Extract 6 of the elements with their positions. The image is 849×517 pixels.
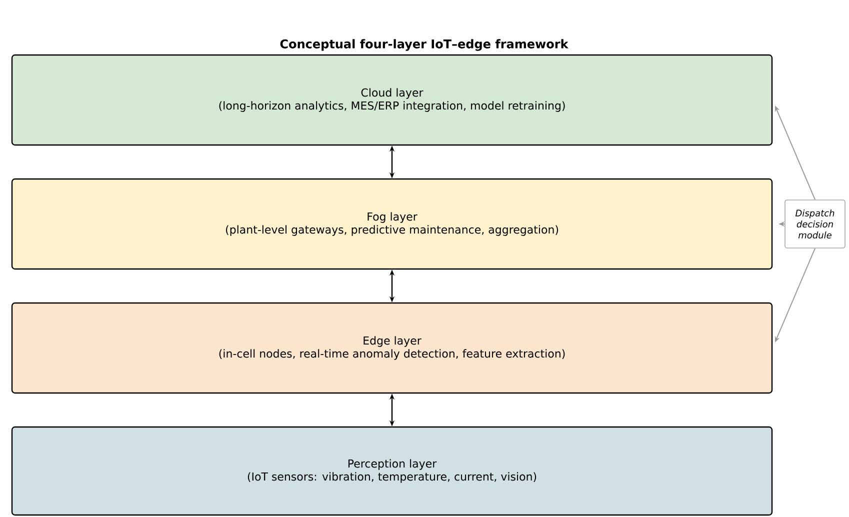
layer-box: Cloud layer (long-horizon analytics, MES/ERP integration, model retraining) bbox=[11, 54, 773, 146]
layer-box: Perception layer (IoT sensors: vibration, temperature, current, vision) bbox=[11, 426, 773, 516]
title: Conceptual four-layer IoT–edge framework bbox=[280, 39, 568, 51]
layer-box: Fog layer (plant-level gateways, predictive maintenance, aggregation) bbox=[11, 178, 773, 270]
module-box: Dispatch decision module bbox=[784, 200, 846, 248]
layer-box: Edge layer (in-cell nodes, real-time anomaly detection, feature extraction) bbox=[11, 302, 773, 394]
